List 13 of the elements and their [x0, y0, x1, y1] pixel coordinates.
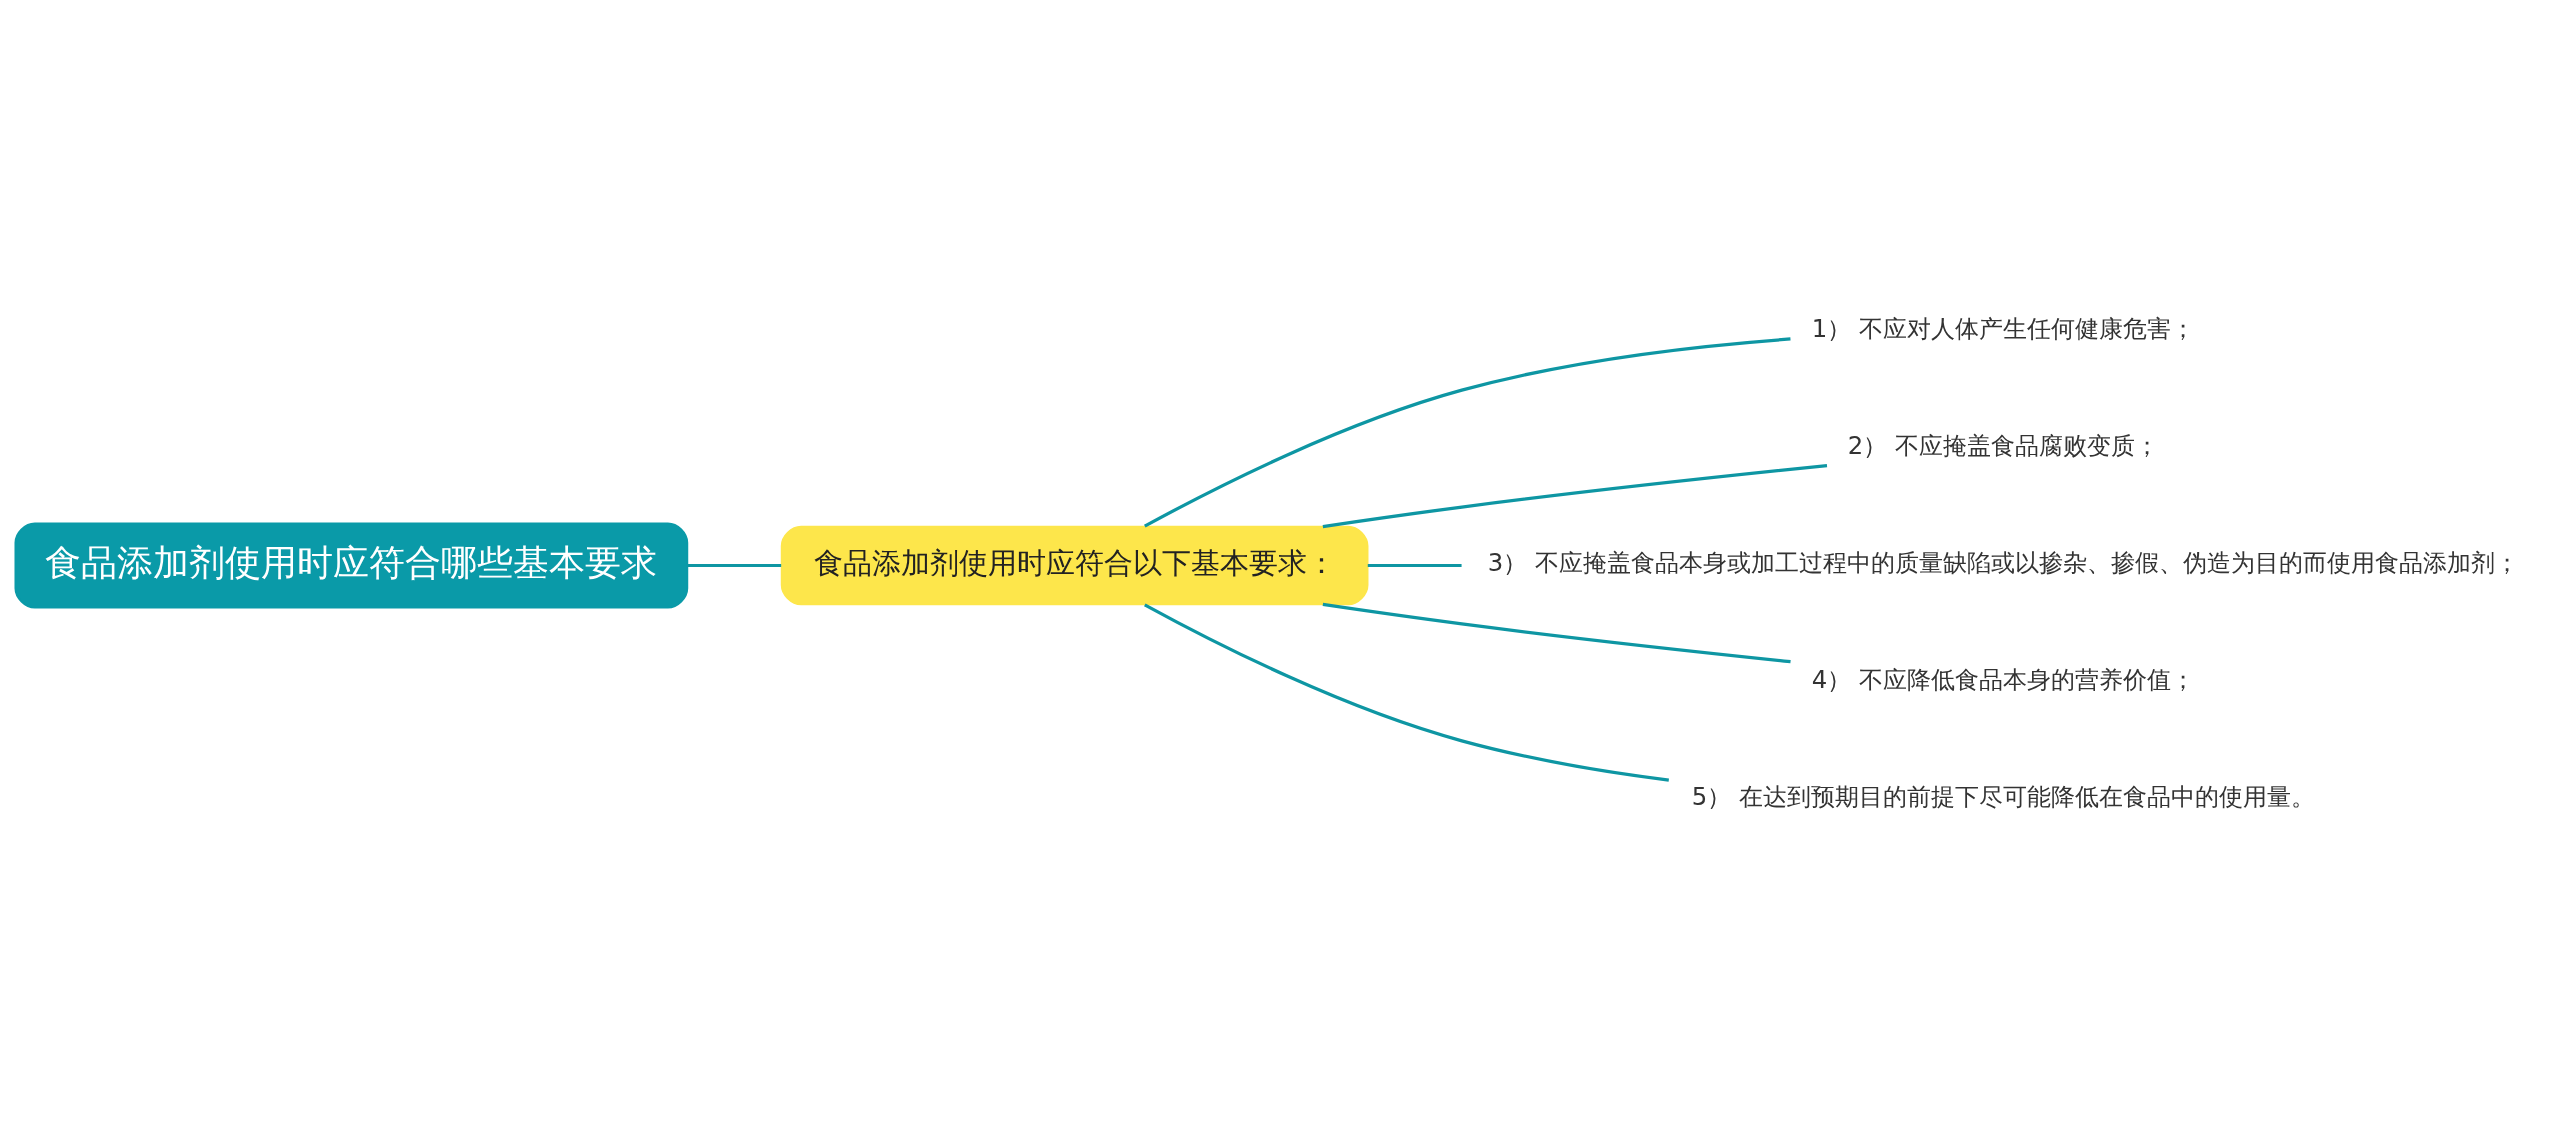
node-text: 1） 不应对人体产生任何健康危害； [1811, 314, 2195, 344]
connector [687, 563, 782, 568]
connector [1322, 464, 1828, 529]
connector [1367, 563, 1462, 568]
node-box: 食品添加剂使用时应符合哪些基本要求 [14, 522, 689, 609]
node-text: 4） 不应降低食品本身的营养价值； [1811, 665, 2195, 695]
connector [1322, 602, 1791, 664]
node-box: 食品添加剂使用时应符合以下基本要求： [780, 525, 1369, 606]
connector [1144, 603, 1669, 782]
node-text: 3） 不应掩盖食品本身或加工过程中的质量缺陷或以掺杂、掺假、伪造为目的而使用食品添加剂； [1487, 548, 2519, 578]
connector [1144, 337, 1791, 528]
node-text: 2） 不应掩盖食品腐败变质； [1847, 431, 2159, 461]
node-text: 5） 在达到预期目的前提下尽可能降低在食品中的使用量。 [1691, 781, 2315, 811]
